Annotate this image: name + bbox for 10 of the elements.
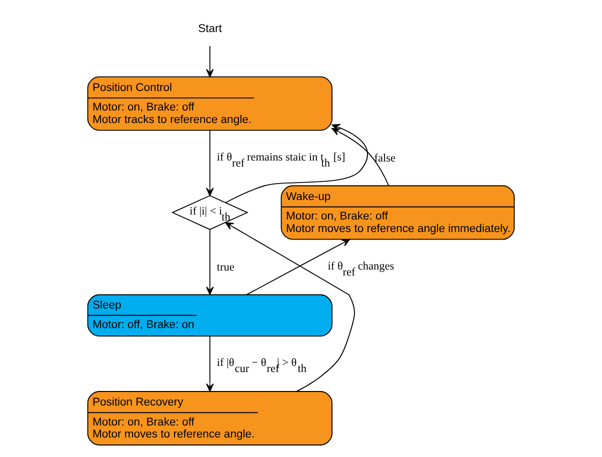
- arrow: [246, 238, 350, 296]
- arrow: [206, 130, 214, 196]
- arrow: [225, 222, 355, 392]
- arrow: [225, 124, 368, 204]
- arrow: [206, 46, 214, 78]
- arrow: [206, 229, 214, 295]
- edge-label: false: [374, 152, 396, 164]
- edge-label: true: [216, 261, 234, 274]
- node-text: Start: [198, 22, 222, 35]
- arrow: [206, 336, 214, 392]
